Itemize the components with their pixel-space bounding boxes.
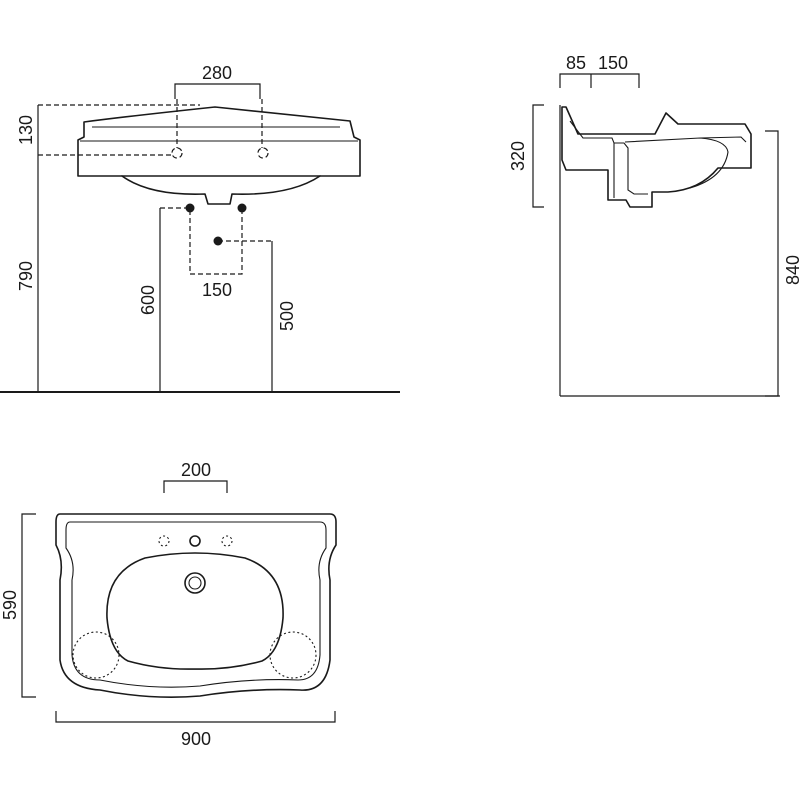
tap-hole-plan-centre	[189, 535, 201, 547]
supply-point-right-icon	[237, 203, 247, 213]
basin-bowl-underside	[121, 175, 321, 205]
tap-hole-plan-right	[221, 535, 233, 547]
dim-label-590: 590	[0, 590, 20, 620]
dim-line-200	[163, 480, 228, 493]
dim-label-280: 280	[202, 63, 232, 83]
dim-label-600: 600	[138, 285, 158, 315]
front-view: 280 130 790 600 500 150	[0, 63, 400, 393]
dim-line-840	[765, 130, 779, 397]
basin-section-bowl	[624, 137, 729, 189]
plan-view: 200 590 900	[0, 460, 337, 749]
dim-label-150-front: 150	[202, 280, 232, 300]
dim-label-85: 85	[566, 53, 586, 73]
dim-line-900	[55, 711, 336, 723]
basin-section-rim	[699, 136, 747, 143]
dim-line-590	[21, 513, 36, 698]
basin-plan-outer	[55, 513, 337, 698]
supply-pipe-dashed	[160, 207, 243, 275]
side-view: 85 150 320 840	[508, 53, 800, 397]
tap-hole-left	[171, 147, 183, 159]
dim-label-150-side: 150	[598, 53, 628, 73]
drain-outer-icon	[184, 572, 206, 594]
basin-front-outline	[77, 106, 361, 177]
supply-point-left-icon	[185, 203, 195, 213]
dim-label-500: 500	[277, 301, 297, 331]
dim-label-130: 130	[16, 115, 36, 145]
tap-hole-right	[257, 147, 269, 159]
basin-section-inner	[569, 120, 648, 195]
dim-label-790: 790	[16, 261, 36, 291]
soap-dish-left	[72, 631, 120, 679]
basin-section-outer	[561, 106, 752, 208]
dim-line-280	[174, 83, 261, 99]
dim-line-320	[532, 104, 544, 208]
basin-plan-bowl	[106, 552, 284, 670]
tap-hole-plan-left	[158, 535, 170, 547]
drain-inner-icon	[188, 576, 202, 590]
dim-line-85-150	[559, 73, 640, 88]
dim-label-840: 840	[783, 255, 800, 285]
dim-label-900: 900	[181, 729, 211, 749]
basin-plan-rim	[65, 521, 327, 688]
dim-label-320: 320	[508, 141, 528, 171]
soap-dish-right	[269, 631, 317, 679]
dim-label-200: 200	[181, 460, 211, 480]
